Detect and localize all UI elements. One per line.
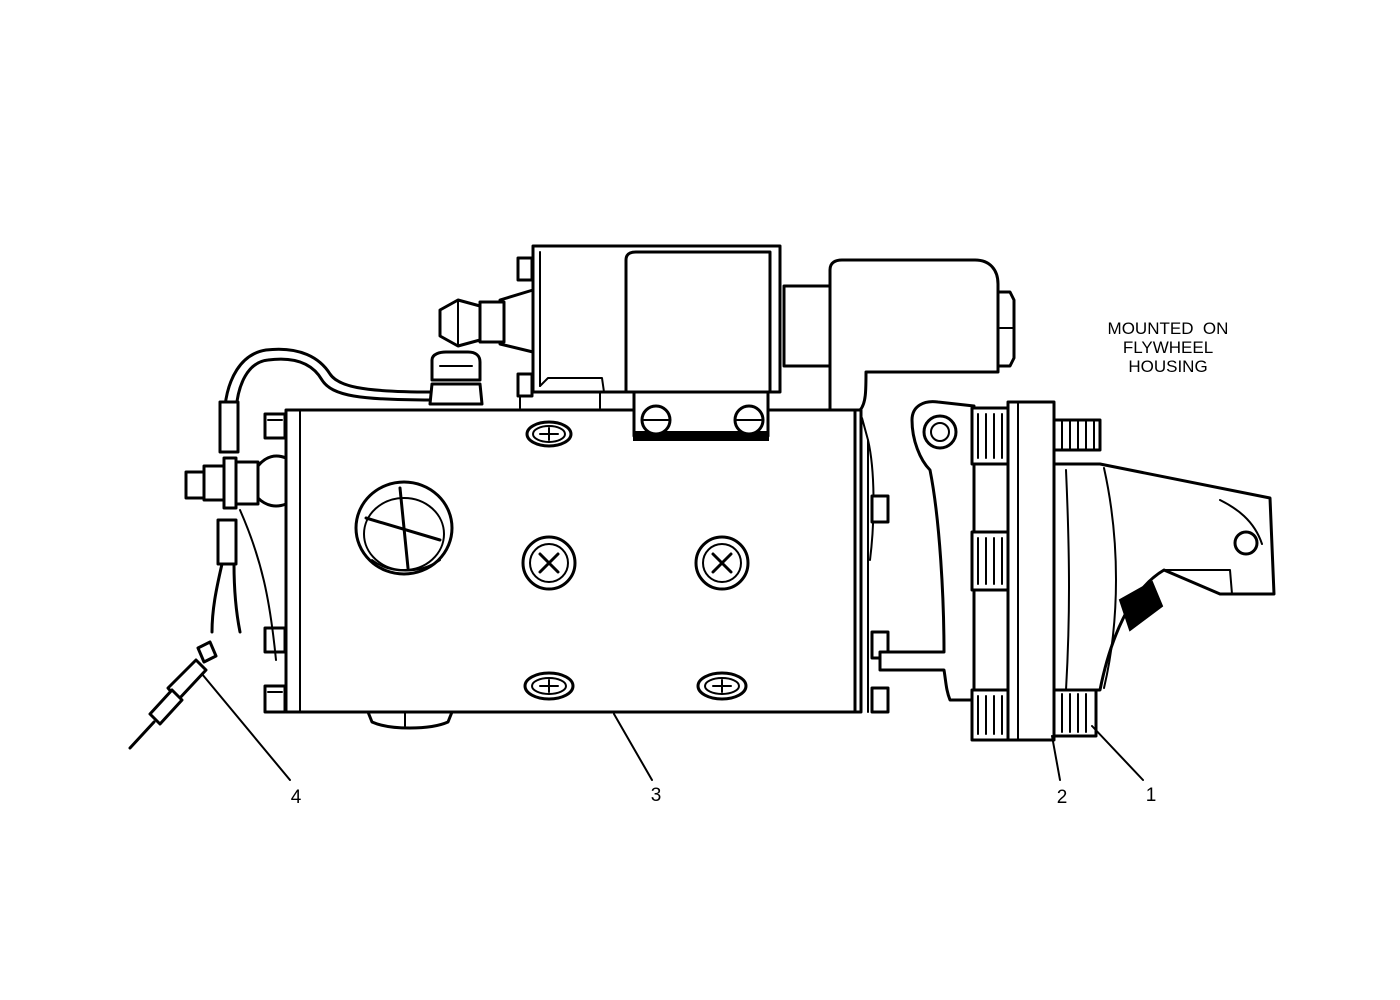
connector-plug: [128, 640, 218, 750]
callout-1: 1: [1146, 785, 1157, 806]
motor-housing: [263, 408, 890, 730]
callout-3: 3: [651, 785, 662, 806]
battery-cable: [218, 347, 484, 454]
through-bolt-screws: [521, 420, 750, 701]
solenoid: [516, 244, 782, 441]
lead-wire: [210, 509, 277, 661]
callout-2: 2: [1057, 787, 1068, 808]
callout-leaders: [201, 673, 1144, 781]
inspection-plug: [354, 480, 454, 576]
drive-housing: [782, 258, 1016, 702]
note-line-3: HOUSING: [1128, 357, 1207, 376]
callout-4: 4: [291, 787, 302, 808]
pinion-drive: [1052, 462, 1276, 692]
solenoid-terminals: [430, 288, 535, 382]
mounting-note: MOUNTED ON FLYWHEEL HOUSING: [1108, 319, 1229, 376]
note-line-2: FLYWHEEL: [1123, 338, 1213, 357]
mounting-flange: [970, 400, 1056, 742]
terminal-post: [184, 454, 288, 510]
note-line-1: MOUNTED ON: [1108, 319, 1229, 338]
